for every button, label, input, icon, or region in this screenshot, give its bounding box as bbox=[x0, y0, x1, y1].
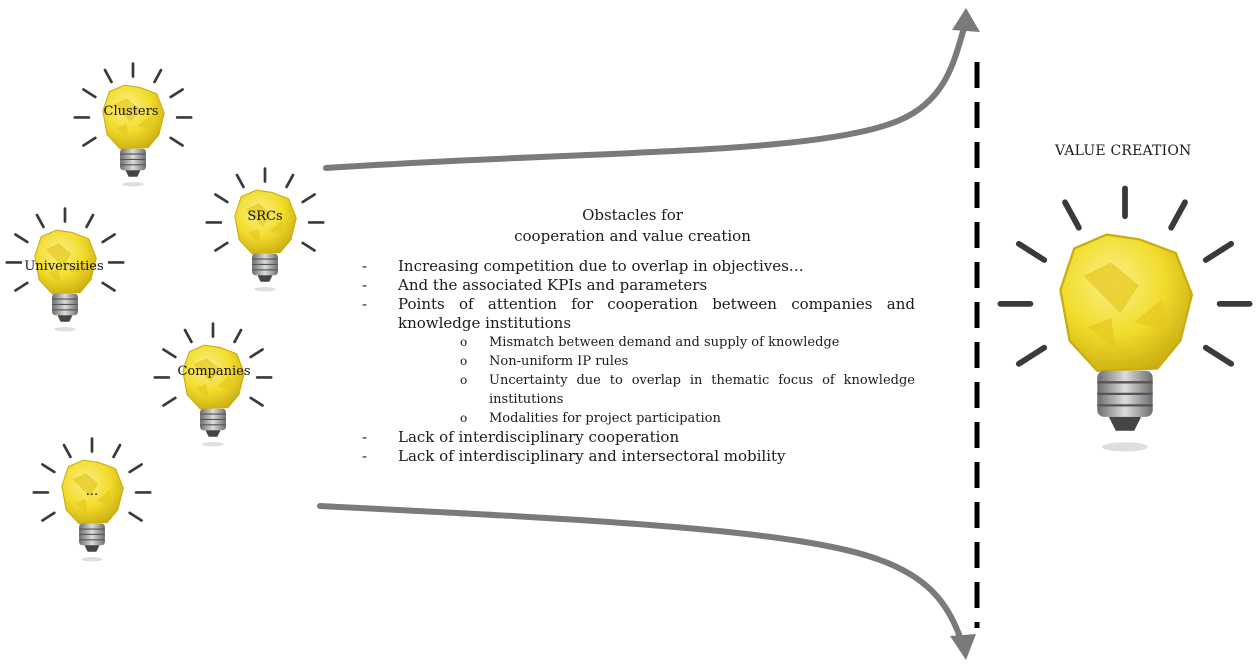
list-item: -Lack of interdisciplinary and intersect… bbox=[362, 447, 786, 465]
lower-arrowhead-icon bbox=[950, 634, 976, 660]
label-universities: Universities bbox=[24, 259, 104, 274]
list-item: -Points of attention for cooperation bet… bbox=[362, 295, 915, 428]
obstacles-title-line1: Obstacles for bbox=[582, 206, 683, 224]
obstacles-title-line2: cooperation and value creation bbox=[514, 227, 751, 245]
label-companies: Companies bbox=[177, 364, 251, 379]
label-clusters: Clusters bbox=[103, 104, 159, 119]
upper-arrow bbox=[323, 19, 969, 171]
list-item: -And the associated KPIs and parameters bbox=[362, 276, 708, 294]
bulb-srcs-icon bbox=[205, 167, 325, 293]
lower-arrow bbox=[317, 503, 965, 645]
bulb-more-icon bbox=[32, 437, 152, 563]
obstacles-panel: Obstacles for cooperation and value crea… bbox=[350, 205, 915, 466]
obstacles-title: Obstacles for cooperation and value crea… bbox=[350, 205, 915, 247]
obstacles-list: -Increasing competition due to overlap i… bbox=[350, 257, 915, 466]
label-srcs: SRCs bbox=[247, 209, 283, 224]
list-item: -Increasing competition due to overlap i… bbox=[362, 257, 804, 275]
bulb-companies-icon bbox=[153, 322, 273, 448]
value-creation-title: VALUE CREATION bbox=[1055, 143, 1192, 159]
upper-arrowhead-icon bbox=[952, 8, 980, 32]
bulb-value-creation-icon bbox=[1000, 188, 1249, 451]
bulb-clusters-icon bbox=[73, 62, 193, 188]
list-item: -Lack of interdisciplinary cooperation bbox=[362, 428, 680, 446]
label-more: ... bbox=[85, 484, 99, 499]
